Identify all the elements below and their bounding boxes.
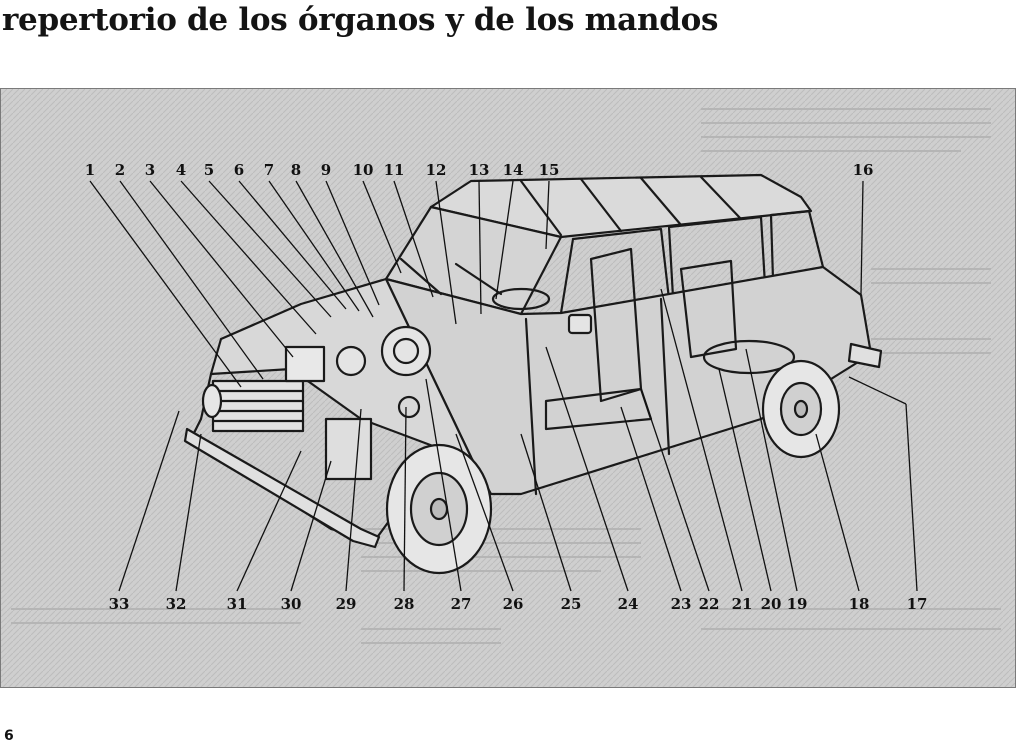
callout-23: 23 xyxy=(670,595,692,613)
callout-7: 7 xyxy=(263,161,275,179)
callout-1: 1 xyxy=(84,161,96,179)
callout-2: 2 xyxy=(114,161,126,179)
callout-22: 22 xyxy=(698,595,720,613)
rear-wheel xyxy=(761,359,841,459)
callout-8: 8 xyxy=(290,161,302,179)
callout-21: 21 xyxy=(731,595,753,613)
callout-5: 5 xyxy=(203,161,215,179)
callout-25: 25 xyxy=(560,595,582,613)
callout-31: 31 xyxy=(226,595,248,613)
callout-16: 16 xyxy=(852,161,874,179)
callout-10: 10 xyxy=(352,161,374,179)
callout-29: 29 xyxy=(335,595,357,613)
callout-6: 6 xyxy=(233,161,245,179)
callout-4: 4 xyxy=(175,161,187,179)
callout-18: 18 xyxy=(848,595,870,613)
callout-17: 17 xyxy=(906,595,928,613)
callout-15: 15 xyxy=(538,161,560,179)
callout-11: 11 xyxy=(383,161,405,179)
callout-33: 33 xyxy=(108,595,130,613)
callout-20: 20 xyxy=(760,595,782,613)
callout-13: 13 xyxy=(468,161,490,179)
leader-lines-bottom xyxy=(118,288,918,592)
callout-32: 32 xyxy=(165,595,187,613)
callout-12: 12 xyxy=(425,161,447,179)
callout-27: 27 xyxy=(450,595,472,613)
car-illustration xyxy=(1,89,1015,687)
callout-30: 30 xyxy=(280,595,302,613)
callout-19: 19 xyxy=(786,595,808,613)
front-wheel xyxy=(385,443,493,575)
callout-3: 3 xyxy=(144,161,156,179)
page-number: 6 xyxy=(4,728,14,744)
callout-26: 26 xyxy=(502,595,524,613)
callout-28: 28 xyxy=(393,595,415,613)
callout-24: 24 xyxy=(617,595,639,613)
page-title: repertorio de los órganos y de los mando… xyxy=(2,2,719,38)
car-cutaway-diagram: 1 2 3 4 5 6 7 8 9 10 11 12 13 14 15 16 3… xyxy=(0,88,1016,688)
callout-9: 9 xyxy=(320,161,332,179)
callout-14: 14 xyxy=(502,161,524,179)
leader-lines-top xyxy=(89,180,864,388)
